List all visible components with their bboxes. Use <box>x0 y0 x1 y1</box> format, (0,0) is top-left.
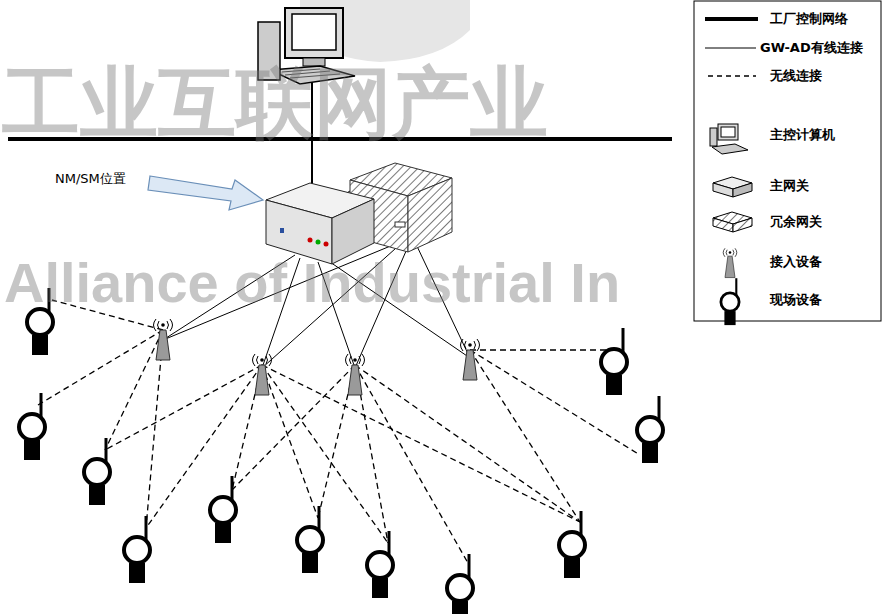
legend-text: GW-AD有线连接 <box>760 39 863 57</box>
legend-text: 无线连接 <box>770 67 822 85</box>
legend-text: 主控计算机 <box>770 126 835 144</box>
watermark-text: 工业互联网产业 <box>2 52 548 157</box>
legend-text: 主网关 <box>770 177 809 195</box>
position-callout: NM/SM位置 <box>55 170 126 188</box>
watermark-text: Alliance of Industrial In <box>4 250 620 315</box>
legend-text: 冗余网关 <box>770 213 822 231</box>
legend-text: 接入设备 <box>770 253 822 271</box>
legend-text: 工厂控制网络 <box>770 10 848 28</box>
legend-text: 现场设备 <box>770 291 822 309</box>
